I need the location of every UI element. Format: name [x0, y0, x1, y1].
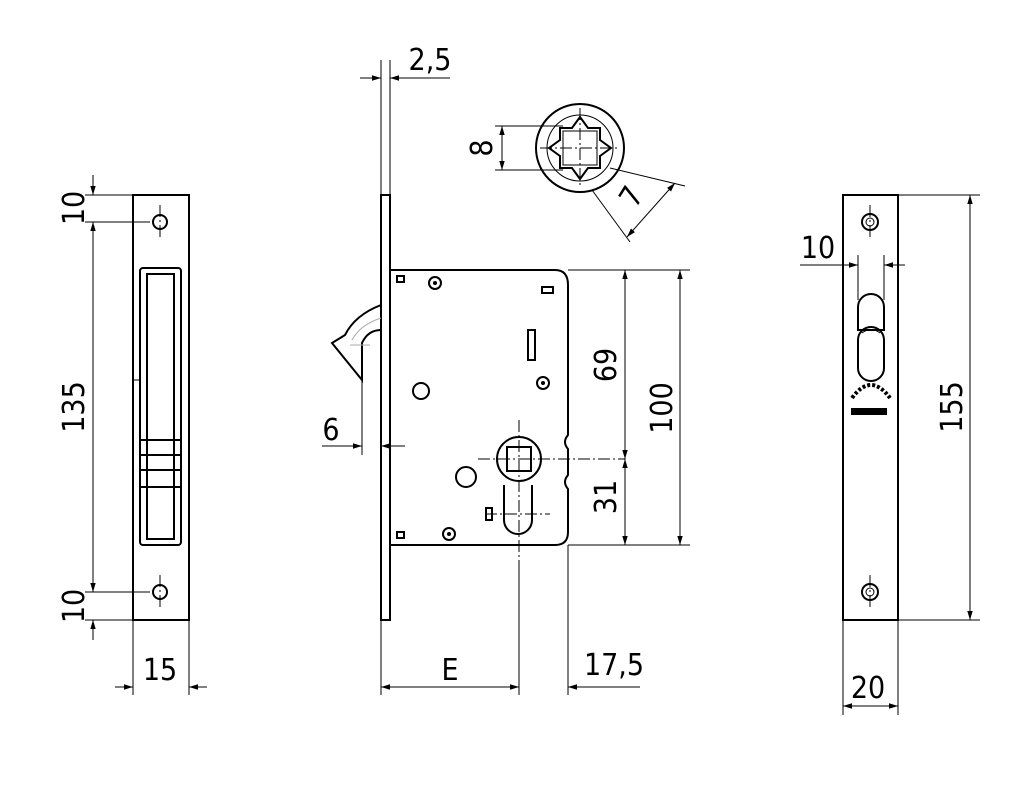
- right-side-view: 10 155 20: [800, 194, 980, 715]
- dim-left-mid: 135: [57, 381, 92, 433]
- dim-width: 20: [851, 671, 885, 706]
- dim-latch: 6: [322, 413, 339, 448]
- dim-100: 100: [645, 382, 680, 434]
- dim-slot: 10: [801, 231, 835, 266]
- left-side-view: 10 135 10 15: [57, 175, 207, 695]
- dim-spindle-diag: 7: [613, 180, 652, 213]
- dim-left-top: 10: [57, 191, 92, 225]
- made-in-italy-stamp: [850, 383, 892, 415]
- dim-left-width: 15: [143, 653, 177, 688]
- dim-faceplate: 2,5: [409, 43, 452, 78]
- dim-spindle-square: 8: [465, 139, 500, 156]
- dim-right: 17,5: [584, 648, 644, 683]
- dim-height: 155: [935, 381, 970, 433]
- dim-31: 31: [589, 480, 624, 514]
- front-view: 2,5 6 E 17,5 69 100 31: [322, 43, 690, 695]
- spindle-detail: 8 7: [465, 103, 686, 243]
- dim-left-bottom: 10: [57, 589, 92, 623]
- dim-69: 69: [589, 348, 624, 382]
- dim-backset: E: [441, 653, 458, 688]
